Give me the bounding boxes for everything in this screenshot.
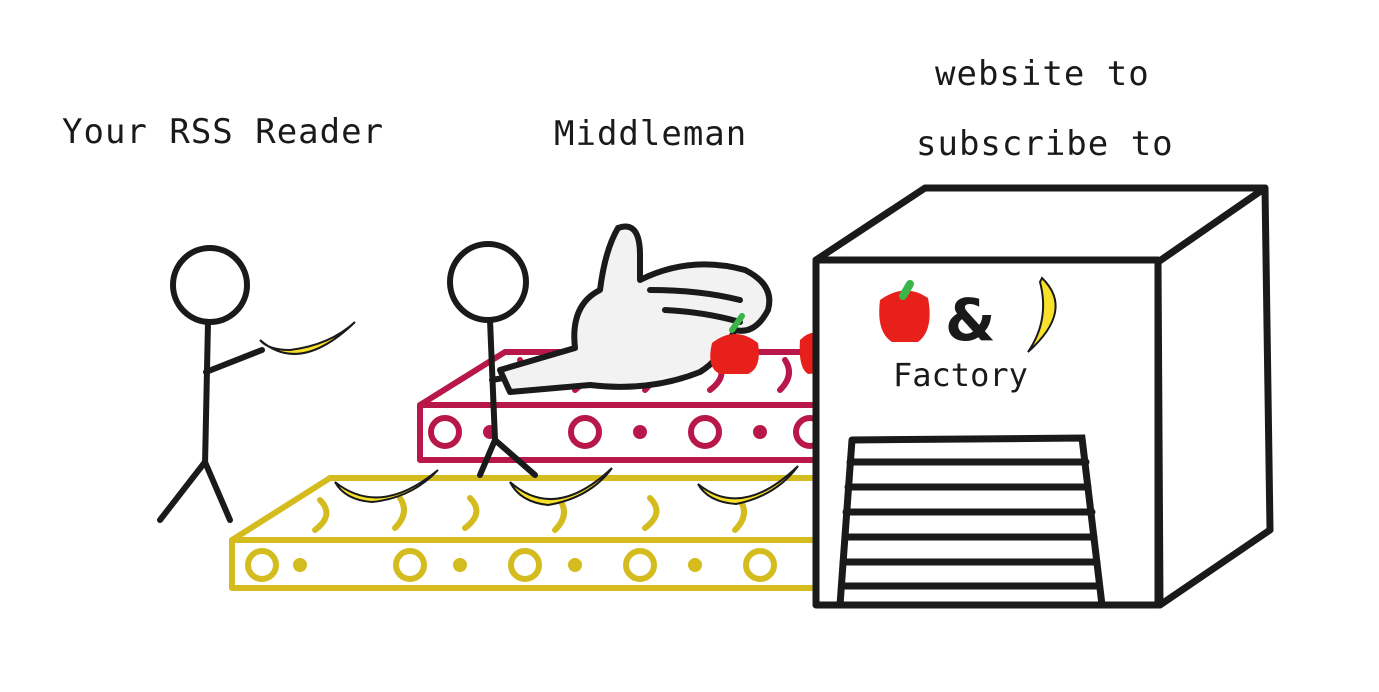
- factory-name: Factory: [893, 356, 1028, 394]
- banana-icon: [509, 467, 613, 507]
- rss-reader-label: Your RSS Reader: [62, 112, 385, 152]
- factory-building: [812, 184, 1274, 609]
- logo-apple-icon: [879, 290, 930, 342]
- banana-icon: [334, 469, 439, 504]
- apple-icon: [710, 313, 759, 374]
- website-label-line1: website to: [935, 54, 1150, 94]
- website-label-line2: subscribe to: [916, 124, 1174, 164]
- factory-door: [836, 434, 1106, 609]
- rss-reader-stick-figure: [157, 245, 265, 523]
- factory-logo: & Factory: [879, 276, 1057, 394]
- grabbing-hand-icon: [497, 223, 773, 395]
- banana-icon: [697, 465, 799, 506]
- logo-banana-icon: [1027, 276, 1057, 353]
- middleman-label: Middleman: [554, 114, 748, 154]
- held-banana: [259, 321, 356, 355]
- logo-ampersand: &: [945, 286, 996, 354]
